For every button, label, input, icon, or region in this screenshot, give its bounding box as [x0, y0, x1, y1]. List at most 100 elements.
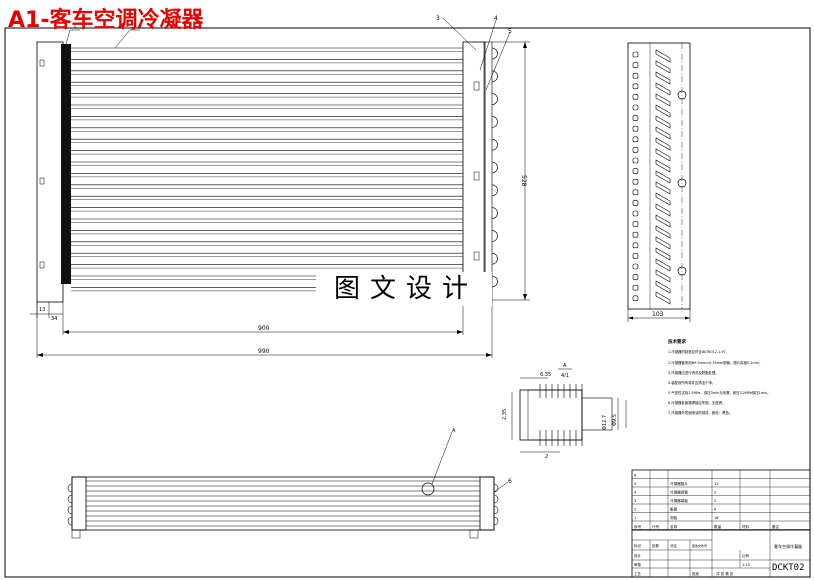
- tb-scale-label: 比例: [742, 553, 750, 558]
- top-bend: [67, 483, 73, 493]
- drawing-code: DCKT02: [772, 563, 805, 573]
- detail-header: [519, 389, 583, 441]
- side-slot: [655, 247, 671, 261]
- tb-name: 客车空调冷凝器: [774, 543, 802, 549]
- detail-fins: [539, 384, 583, 446]
- technical-notes: 技术要求 1.冷凝器的制造应符合JB/T6012.1-97。 2.冷凝器管采用Φ…: [668, 338, 771, 415]
- mount-hole-bottom: [677, 266, 687, 276]
- balloon-2: 2: [133, 23, 137, 30]
- balloon-3: 3: [436, 15, 440, 22]
- side-slot: [655, 93, 671, 107]
- tb-label-design: 设计: [634, 553, 642, 558]
- top-bend: [493, 483, 499, 493]
- top-view: A 6: [67, 428, 512, 539]
- side-slot: [655, 258, 671, 272]
- tb-label-zone: 分区: [670, 543, 678, 548]
- top-bend: [493, 494, 499, 504]
- return-bend: [491, 47, 498, 60]
- fitting: [473, 251, 480, 261]
- fitting: [473, 171, 480, 181]
- side-hole: [632, 136, 639, 143]
- balloon-1: 1: [73, 23, 77, 30]
- dim-528: 528: [520, 175, 527, 187]
- side-hole: [632, 284, 639, 291]
- parts-cell: 1: [634, 516, 636, 520]
- parts-cell: 4: [634, 490, 637, 494]
- left-end-plate: [36, 41, 64, 303]
- return-bend: [491, 93, 498, 105]
- parts-cell: 2: [634, 507, 636, 511]
- parts-header-cell: 材料: [742, 524, 750, 529]
- side-hole: [632, 168, 639, 174]
- side-slot: [655, 159, 671, 173]
- parts-cell: 4: [714, 507, 717, 511]
- side-hole: [632, 231, 639, 238]
- dim-d9-5: Φ9.5: [612, 414, 618, 426]
- parts-cell: 12: [714, 482, 719, 486]
- tb-label-review: 审核: [634, 562, 642, 567]
- drawing-title: A1-客车空调冷凝器: [8, 8, 204, 33]
- return-bend: [491, 70, 498, 83]
- side-slot: [655, 214, 671, 228]
- side-slot: [655, 126, 671, 140]
- detail-a-view: A 4/1 6.35 2.35 2 Φ12.7 Φ9.5: [502, 363, 627, 460]
- tb-label-process: 工艺: [634, 571, 642, 576]
- side-hole: [632, 157, 639, 164]
- side-hole: [632, 189, 639, 196]
- mount-hole-mid: [677, 178, 687, 188]
- parts-header-cell: 序号: [634, 524, 642, 529]
- mount-hole-top: [677, 90, 687, 100]
- side-slot: [655, 82, 671, 96]
- side-slot: [655, 104, 671, 118]
- detail-a-scale: 4/1: [561, 373, 569, 379]
- top-right-header: [479, 476, 495, 531]
- side-slot: [655, 192, 671, 206]
- side-hole: [632, 83, 639, 90]
- side-slot: [655, 49, 671, 63]
- notes-heading: 技术要求: [668, 338, 686, 345]
- side-slot: [655, 269, 671, 283]
- dim-34: 34: [51, 316, 57, 322]
- fitting: [39, 261, 45, 269]
- note-line: 4.装配前所有零件应清洁干净。: [668, 380, 715, 385]
- top-bend: [493, 516, 499, 526]
- side-slot: [655, 291, 671, 305]
- note-line: 5.气密性试验2.5MPa，保压3min无泄漏，耐压3.2MPa保压1min。: [668, 390, 771, 395]
- parts-cell: 16: [714, 516, 719, 520]
- top-body: [71, 476, 495, 531]
- side-slot: [655, 181, 671, 195]
- tb-scale: 1:10: [742, 563, 750, 567]
- front-view: 528 900 990 13 34 1 2 3 4 5: [30, 15, 530, 358]
- dim-990: 990: [258, 348, 270, 355]
- detail-a-title: A: [563, 363, 567, 369]
- balloon-4: 4: [494, 15, 498, 22]
- tb-label-mark: 标记: [634, 543, 642, 548]
- side-hole: [632, 62, 639, 68]
- side-hole: [632, 178, 639, 185]
- return-bends: [473, 47, 498, 288]
- parts-cell: 6: [634, 473, 637, 477]
- detail-inner: [527, 389, 583, 441]
- fitting: [473, 81, 480, 91]
- top-bend: [67, 494, 73, 504]
- note-line: 7.冷凝器外表面喷涂防锈漆，颜色：黑色。: [668, 410, 732, 415]
- top-bends: [67, 483, 499, 539]
- tb-label-approve: 批准: [692, 571, 700, 576]
- side-hole: [632, 51, 639, 58]
- side-hole: [632, 147, 639, 153]
- return-bend: [491, 161, 498, 174]
- detail-tube: [581, 397, 613, 431]
- side-slot: [655, 236, 671, 250]
- side-hole: [632, 253, 639, 259]
- dim-103: 103: [652, 311, 664, 318]
- parts-cell: 2: [714, 499, 716, 503]
- note-line: 3.冷凝器应进行清洗及脱脂处理。: [668, 370, 719, 375]
- parts-cell: 冷凝器铜管: [670, 489, 688, 494]
- side-slot: [655, 280, 671, 294]
- tb-label-count: 处数: [652, 543, 660, 548]
- detail-a-label: A: [452, 428, 456, 434]
- dim-6-35: 6.35: [540, 372, 551, 378]
- watermark-text: 图文设计: [316, 272, 492, 306]
- side-slot: [655, 203, 671, 217]
